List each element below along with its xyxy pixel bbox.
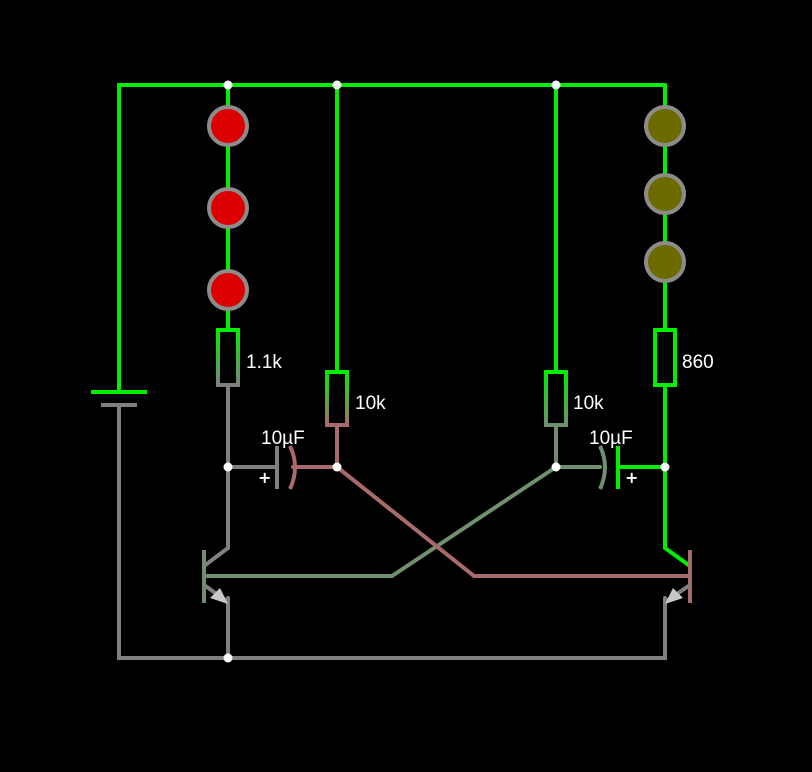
junction-dot	[332, 462, 342, 472]
capacitor-left-plus: +	[258, 468, 271, 487]
right-base-wire[interactable]	[335, 465, 692, 578]
junction-dot	[551, 462, 561, 472]
junction-dot	[223, 80, 233, 90]
led-yellow-3[interactable]	[644, 241, 686, 283]
led-yellow-2[interactable]	[644, 173, 686, 215]
junction-dots	[223, 80, 670, 663]
capacitor-right-plus: +	[625, 468, 638, 487]
ground-rail-wire[interactable]	[117, 403, 230, 660]
junction-dot	[660, 462, 670, 472]
capacitor-left-label: 10µF	[261, 428, 305, 449]
resistor-1[interactable]	[216, 328, 240, 387]
led-red-1[interactable]	[207, 105, 249, 147]
capacitor-right-label: 10µF	[589, 428, 633, 449]
ground-rail-right-wire[interactable]	[226, 596, 667, 660]
capacitor-right[interactable]	[598, 445, 620, 490]
transistor-left[interactable]	[202, 550, 230, 604]
resistor-2-label: 10k	[355, 393, 386, 414]
led-red-2[interactable]	[207, 187, 249, 229]
resistor-2[interactable]	[325, 370, 349, 427]
led-group-left	[207, 105, 249, 311]
right-collector-wire[interactable]	[663, 383, 692, 568]
led-yellow-1[interactable]	[644, 105, 686, 147]
junction-dot	[223, 653, 233, 663]
wires	[117, 83, 692, 660]
transistor-right[interactable]	[663, 550, 692, 604]
led-red-3[interactable]	[207, 269, 249, 311]
resistor-1-label: 1.1k	[246, 352, 282, 373]
capacitor-left[interactable]	[275, 445, 297, 490]
top-rail-wire[interactable]	[117, 83, 667, 394]
resistor-3-label: 10k	[573, 393, 604, 414]
junction-dot	[551, 80, 561, 90]
junction-dot	[332, 80, 342, 90]
left-base-wire[interactable]	[202, 465, 558, 578]
emitter-arrow-icon	[210, 588, 228, 604]
resistor-4[interactable]	[653, 328, 677, 387]
emitter-arrow-icon	[665, 588, 683, 604]
left-collector-wire[interactable]	[202, 383, 230, 568]
resistor-4-label: 860	[682, 352, 714, 373]
junction-dot	[223, 462, 233, 472]
battery[interactable]	[91, 390, 147, 407]
resistor-3[interactable]	[544, 370, 568, 427]
led-group-right	[644, 105, 686, 283]
